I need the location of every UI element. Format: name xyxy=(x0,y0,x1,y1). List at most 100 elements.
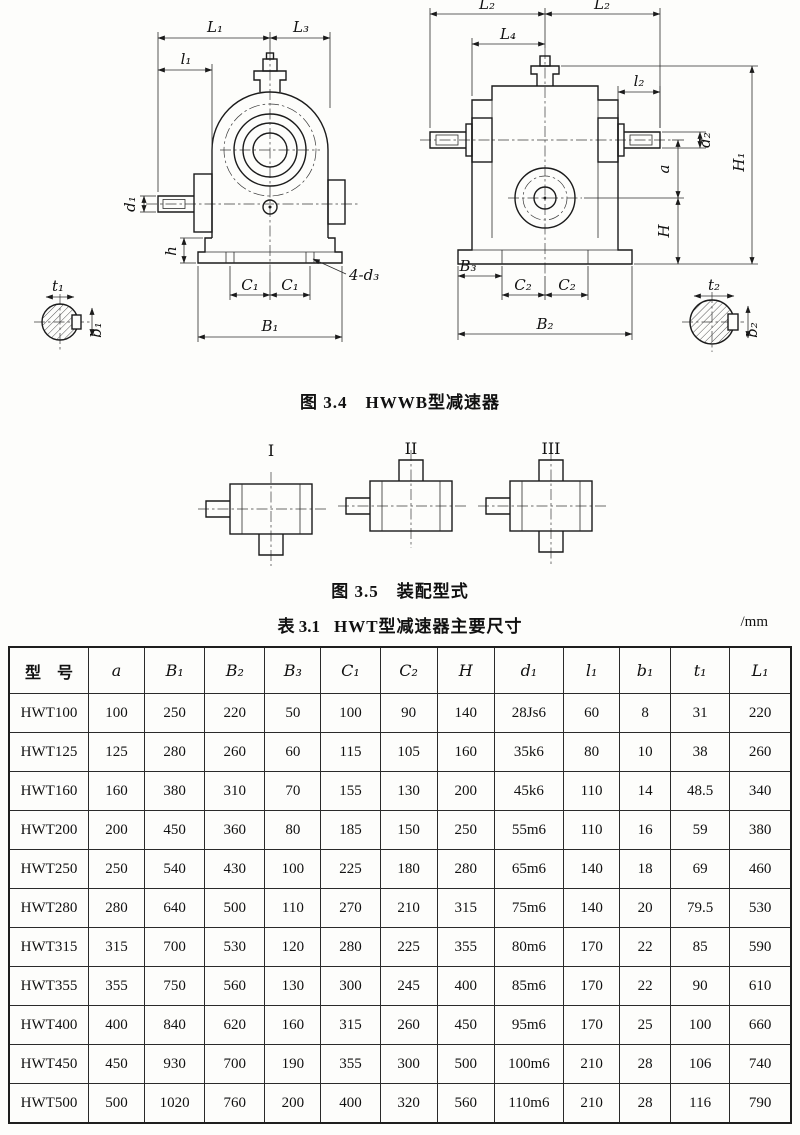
value-cell: 100m6 xyxy=(493,1044,565,1084)
value-cell: 270 xyxy=(320,888,381,928)
value-cell: 750 xyxy=(144,966,206,1006)
value-cell: 200 xyxy=(436,771,495,811)
col-header-5: C₁ xyxy=(320,646,381,694)
value-cell: 160 xyxy=(264,1005,322,1045)
value-cell: 170 xyxy=(563,1005,621,1045)
col-header-2: B₁ xyxy=(144,646,206,694)
value-cell: 225 xyxy=(379,927,438,967)
value-cell: 930 xyxy=(144,1044,206,1084)
value-cell: 280 xyxy=(436,849,495,889)
value-cell: 16 xyxy=(619,810,672,850)
value-cell: 210 xyxy=(563,1044,621,1084)
value-cell: 460 xyxy=(729,849,792,889)
value-cell: 210 xyxy=(563,1083,621,1124)
value-cell: 200 xyxy=(264,1083,322,1124)
value-cell: 500 xyxy=(204,888,266,928)
dim-label-t1: t₁ xyxy=(52,277,64,295)
value-cell: 170 xyxy=(563,927,621,967)
value-cell: 100 xyxy=(670,1005,731,1045)
value-cell: 170 xyxy=(563,966,621,1006)
model-cell: HWT400 xyxy=(8,1005,90,1045)
dim-label-L1: L₁ xyxy=(206,18,223,36)
dim-label-a: a xyxy=(655,165,673,174)
col-header-6: C₂ xyxy=(379,646,438,694)
value-cell: 220 xyxy=(204,693,266,733)
value-cell: 280 xyxy=(320,927,381,967)
value-cell: 100 xyxy=(88,693,146,733)
dim-label-C1-right: C₁ xyxy=(281,276,299,294)
value-cell: 70 xyxy=(264,771,322,811)
value-cell: 110m6 xyxy=(493,1083,565,1124)
value-cell: 80m6 xyxy=(493,927,565,967)
value-cell: 115 xyxy=(320,732,381,772)
value-cell: 110 xyxy=(563,810,621,850)
value-cell: 500 xyxy=(88,1083,146,1124)
value-cell: 450 xyxy=(144,810,206,850)
value-cell: 360 xyxy=(204,810,266,850)
value-cell: 140 xyxy=(563,888,621,928)
dim-label-B2: B₂ xyxy=(535,315,553,333)
table-heading: HWT型减速器主要尺寸 xyxy=(333,617,523,636)
dim-label-t2: t₂ xyxy=(708,276,720,294)
value-cell: 125 xyxy=(88,732,146,772)
value-cell: 85m6 xyxy=(493,966,565,1006)
value-cell: 250 xyxy=(88,849,146,889)
value-cell: 22 xyxy=(619,927,672,967)
dim-label-d1: d₁ xyxy=(121,196,139,212)
model-cell: HWT280 xyxy=(8,888,90,928)
value-cell: 400 xyxy=(320,1083,381,1124)
shaft-section-right: t₂ b₂ xyxy=(682,276,761,352)
value-cell: 355 xyxy=(88,966,146,1006)
figure-3-4-caption: 图 3.4 HWWB型减速器 xyxy=(299,393,501,412)
value-cell: 380 xyxy=(729,810,792,850)
value-cell: 560 xyxy=(204,966,266,1006)
dim-label-L4: L₄ xyxy=(499,25,516,43)
value-cell: 185 xyxy=(320,810,381,850)
value-cell: 210 xyxy=(379,888,438,928)
value-cell: 200 xyxy=(88,810,146,850)
value-cell: 60 xyxy=(264,732,322,772)
assembly-variant-2: II xyxy=(338,439,466,548)
value-cell: 620 xyxy=(204,1005,266,1045)
value-cell: 260 xyxy=(729,732,792,772)
col-header-12: L₁ xyxy=(729,646,792,694)
front-view-drawing: L₁ L₃ l₁ d₁ h C₁ C₁ B₁ 4-d₃ xyxy=(121,18,379,342)
value-cell: 280 xyxy=(144,732,206,772)
value-cell: 90 xyxy=(379,693,438,733)
value-cell: 140 xyxy=(436,693,495,733)
value-cell: 760 xyxy=(204,1083,266,1124)
value-cell: 280 xyxy=(88,888,146,928)
value-cell: 79.5 xyxy=(670,888,731,928)
value-cell: 380 xyxy=(144,771,206,811)
value-cell: 20 xyxy=(619,888,672,928)
value-cell: 130 xyxy=(379,771,438,811)
model-cell: HWT315 xyxy=(8,927,90,967)
value-cell: 450 xyxy=(436,1005,495,1045)
value-cell: 110 xyxy=(264,888,322,928)
value-cell: 60 xyxy=(563,693,621,733)
value-cell: 250 xyxy=(436,810,495,850)
value-cell: 100 xyxy=(264,849,322,889)
value-cell: 31 xyxy=(670,693,731,733)
col-header-11: t₁ xyxy=(670,646,731,694)
model-cell: HWT450 xyxy=(8,1044,90,1084)
col-header-model: 型 号 xyxy=(8,646,90,694)
col-header-9: l₁ xyxy=(563,646,621,694)
model-cell: HWT500 xyxy=(8,1083,90,1124)
model-cell: HWT355 xyxy=(8,966,90,1006)
value-cell: 300 xyxy=(320,966,381,1006)
value-cell: 10 xyxy=(619,732,672,772)
value-cell: 25 xyxy=(619,1005,672,1045)
value-cell: 110 xyxy=(563,771,621,811)
dim-label-b1: b₁ xyxy=(87,322,105,338)
value-cell: 400 xyxy=(436,966,495,1006)
value-cell: 160 xyxy=(88,771,146,811)
value-cell: 38 xyxy=(670,732,731,772)
value-cell: 315 xyxy=(320,1005,381,1045)
